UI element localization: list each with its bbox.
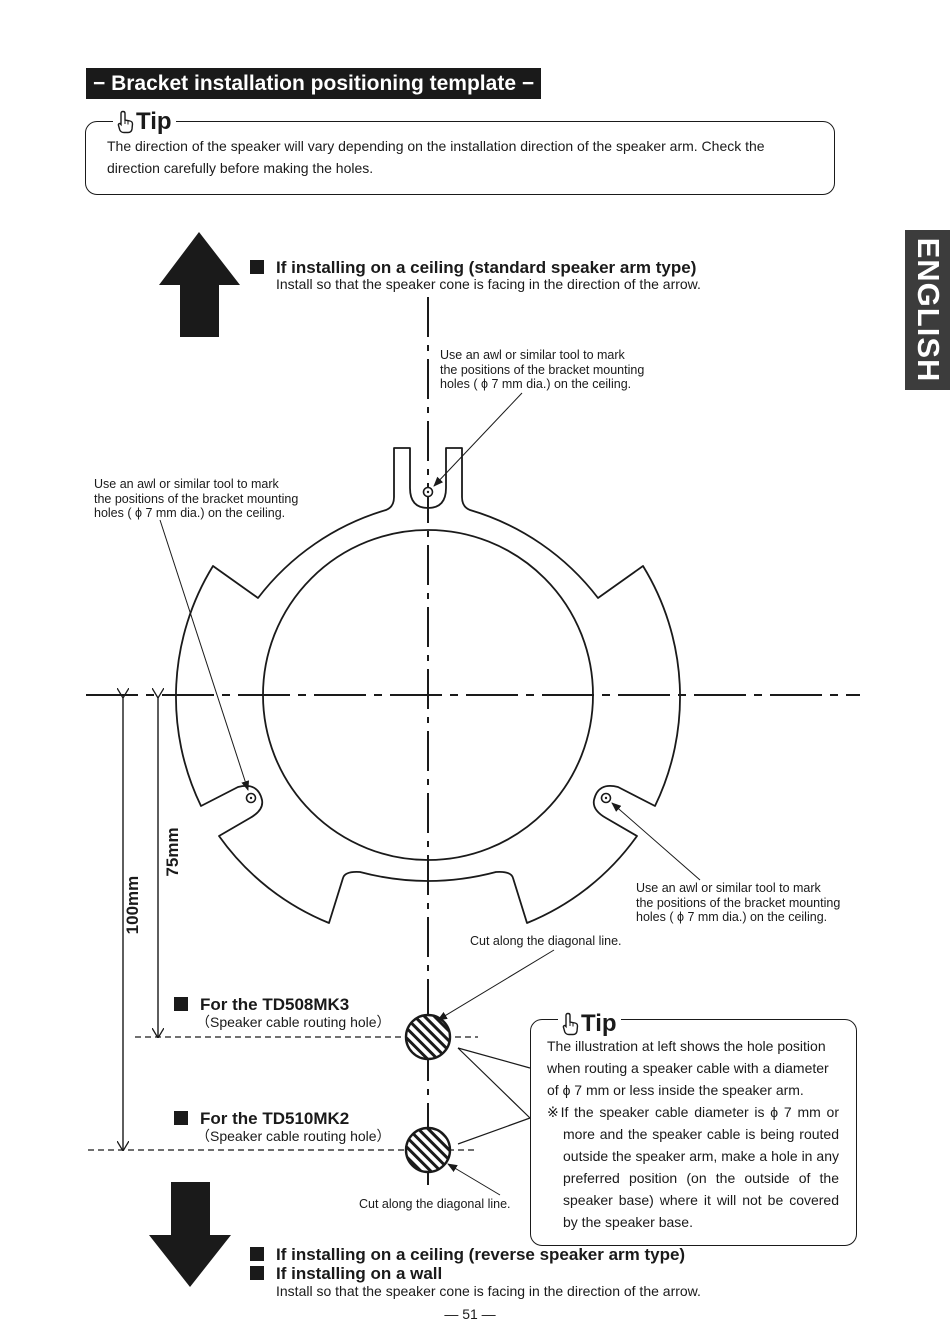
awl-note-right: Use an awl or similar tool to mark the p… xyxy=(636,881,841,924)
sub-td508: （Speaker cable routing hole） xyxy=(196,1014,391,1030)
tip-box-top xyxy=(85,121,835,195)
dimension-label-100mm: 100mm xyxy=(123,875,142,935)
language-side-tab: ENGLISH xyxy=(905,230,950,390)
sub-ceiling-standard: Install so that the speaker cone is faci… xyxy=(276,276,701,292)
cut-note-bottom: Cut along the diagonal line. xyxy=(359,1197,511,1211)
pointing-hand-icon xyxy=(562,1012,579,1036)
square-bullet-icon xyxy=(250,1247,264,1261)
square-bullet-icon xyxy=(250,1266,264,1280)
page-number: ― 51 ― xyxy=(444,1306,496,1322)
sub-wall: Install so that the speaker cone is faci… xyxy=(276,1283,701,1299)
heading-td508: For the TD508MK3 xyxy=(174,995,349,1015)
square-bullet-icon xyxy=(174,1111,188,1125)
heading-ceiling-standard: If installing on a ceiling (standard spe… xyxy=(250,258,696,278)
tip-label-text: Tip xyxy=(136,108,172,135)
tip-label-text: Tip xyxy=(581,1010,617,1037)
dimension-label-75mm: 75mm xyxy=(163,827,182,877)
tip-paragraph-2: ※If the speaker cable diameter is ϕ 7 mm… xyxy=(547,1104,839,1230)
awl-note-top: Use an awl or similar tool to mark the p… xyxy=(440,348,645,391)
cable-hole-td508 xyxy=(404,1013,452,1061)
sub-td510: （Speaker cable routing hole） xyxy=(196,1128,391,1144)
cut-note-top: Cut along the diagonal line. xyxy=(470,934,622,948)
down-arrow-icon xyxy=(149,1182,231,1287)
tip-label-bottom: Tip xyxy=(558,1012,621,1036)
bracket-inner-circle xyxy=(262,529,594,861)
bracket-outline xyxy=(175,447,681,924)
square-bullet-icon xyxy=(174,997,188,1011)
square-bullet-icon xyxy=(250,260,264,274)
section-title: − Bracket installation positioning templ… xyxy=(86,68,542,99)
tip-label-top: Tip xyxy=(113,110,176,134)
awl-note-left: Use an awl or similar tool to mark the p… xyxy=(94,477,299,520)
cable-hole-td510 xyxy=(404,1126,452,1174)
heading-td510: For the TD510MK2 xyxy=(174,1109,349,1129)
tip-paragraph-1: The illustration at left shows the hole … xyxy=(547,1038,829,1098)
heading-wall: If installing on a wall xyxy=(250,1264,442,1284)
pointing-hand-icon xyxy=(117,110,134,134)
heading-ceiling-reverse: If installing on a ceiling (reverse spea… xyxy=(250,1245,685,1265)
tip-text-top: The direction of the speaker will vary d… xyxy=(107,138,765,176)
up-arrow-icon xyxy=(159,232,240,337)
tip-text-bottom: The illustration at left shows the hole … xyxy=(547,1035,839,1233)
tip-box-bottom xyxy=(530,1019,857,1246)
